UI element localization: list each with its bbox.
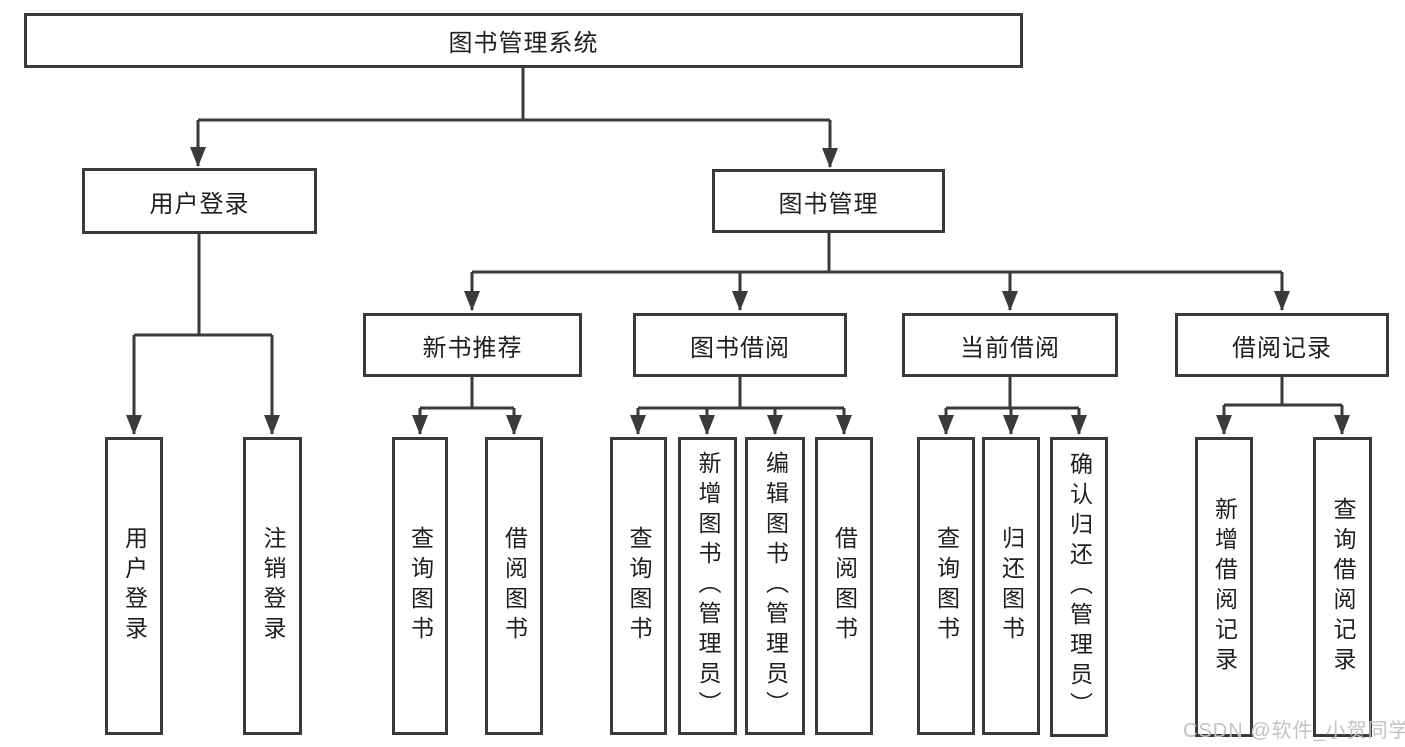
node-query-books-borrow: 查询图书 (610, 437, 667, 735)
node-label: 借阅图书 (831, 526, 858, 646)
node-label: 注销登录 (260, 526, 286, 646)
node-user-login-action: 用户登录 (105, 437, 163, 735)
node-user-login: 用户登录 (82, 168, 317, 234)
node-label: 归还图书 (998, 526, 1025, 646)
node-label: 新增借阅记录 (1211, 497, 1238, 677)
node-label: 查询图书 (626, 526, 652, 646)
node-return-book: 归还图书 (982, 437, 1040, 735)
node-label: 用户登录 (121, 526, 148, 646)
node-label: 编辑图书（管理员） (762, 451, 789, 721)
node-label: 查询图书 (407, 526, 434, 646)
node-add-borrow-record: 新增借阅记录 (1195, 437, 1253, 737)
node-label: 借阅图书 (501, 526, 528, 646)
node-book-management: 图书管理 (712, 169, 945, 233)
node-label: 查询借阅记录 (1330, 497, 1356, 677)
node-borrowing-records: 借阅记录 (1175, 313, 1389, 377)
node-query-books-recommend: 查询图书 (392, 437, 448, 735)
node-query-books-current: 查询图书 (917, 437, 975, 735)
node-label: 新增图书（管理员） (695, 451, 721, 721)
node-library-management-system: 图书管理系统 (24, 13, 1023, 68)
node-query-borrow-record: 查询借阅记录 (1313, 437, 1372, 737)
node-label: 查询图书 (933, 526, 960, 646)
node-new-book-recommendation: 新书推荐 (363, 313, 582, 377)
node-edit-book-admin: 编辑图书（管理员） (745, 437, 805, 735)
node-confirm-return-admin: 确认归还（管理员） (1050, 437, 1108, 737)
node-logout: 注销登录 (243, 437, 302, 735)
node-label: 确认归还（管理员） (1066, 452, 1093, 722)
node-current-borrowing: 当前借阅 (902, 313, 1118, 377)
node-book-borrowing: 图书借阅 (633, 313, 847, 377)
node-borrow-books-action: 借阅图书 (815, 437, 873, 735)
node-add-book-admin: 新增图书（管理员） (678, 437, 737, 735)
watermark: CSDN @软件_小贺同学 (1183, 720, 1405, 742)
node-borrow-books-recommend: 借阅图书 (485, 437, 543, 735)
